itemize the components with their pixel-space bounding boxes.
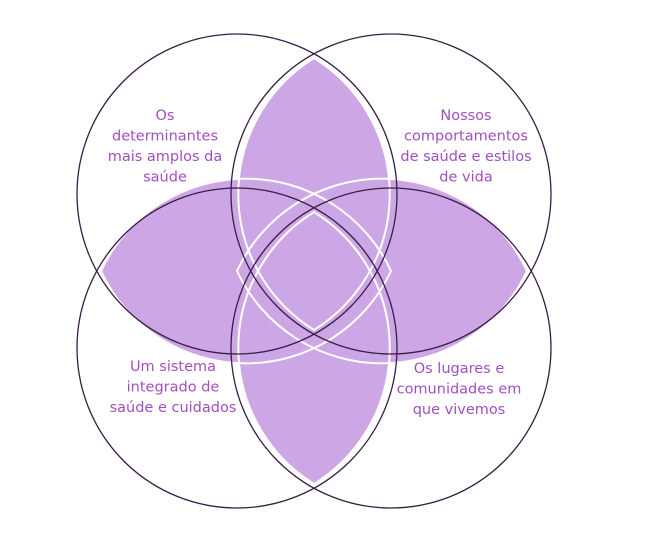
top-right-label-line: comportamentos	[404, 129, 528, 145]
circle-bottom-right	[230, 187, 552, 509]
circle-bottom-left	[76, 187, 398, 509]
petal-top-outline	[237, 56, 391, 332]
top-left-label-line: determinantes	[112, 129, 218, 145]
bottom-left-label-line: saúde e cuidados	[110, 400, 237, 416]
top-right-label-line: Nossos	[440, 108, 491, 124]
label-top-right: Nossos comportamentos de saúde e estilos de…	[400, 108, 531, 186]
petals-layer	[101, 58, 527, 484]
top-right-label-line: de saúde e estilos	[400, 149, 531, 165]
circle-top-left	[76, 33, 398, 355]
petal-outlines-layer	[99, 56, 529, 486]
labels-layer: Os determinantes mais amplos da saúde Nosso…	[108, 108, 532, 418]
bottom-right-label-line: que vivemos	[413, 402, 506, 418]
circle-top-right	[230, 33, 552, 355]
top-left-label-line: mais amplos da	[108, 149, 223, 165]
bottom-left-label-line: Um sistema	[130, 359, 216, 375]
petal-right-outline	[235, 177, 529, 365]
label-bottom-right: Os lugares e comunidades em que vivemos	[397, 361, 522, 418]
label-top-left: Os determinantes mais amplos da saúde	[108, 108, 223, 186]
bottom-right-label-line: Os lugares e	[414, 361, 505, 377]
bottom-left-label-line: integrado de	[127, 380, 220, 396]
top-left-label-line: saúde	[143, 170, 187, 186]
petal-left-outline	[99, 177, 393, 365]
petal-right	[237, 178, 527, 364]
circles-layer	[76, 33, 552, 509]
top-left-label-line: Os	[156, 108, 175, 124]
bottom-right-label-line: comunidades em	[397, 382, 522, 398]
top-right-label-line: de vida	[439, 170, 492, 186]
label-bottom-left: Um sistema integrado de saúde e cuidados	[110, 359, 237, 416]
